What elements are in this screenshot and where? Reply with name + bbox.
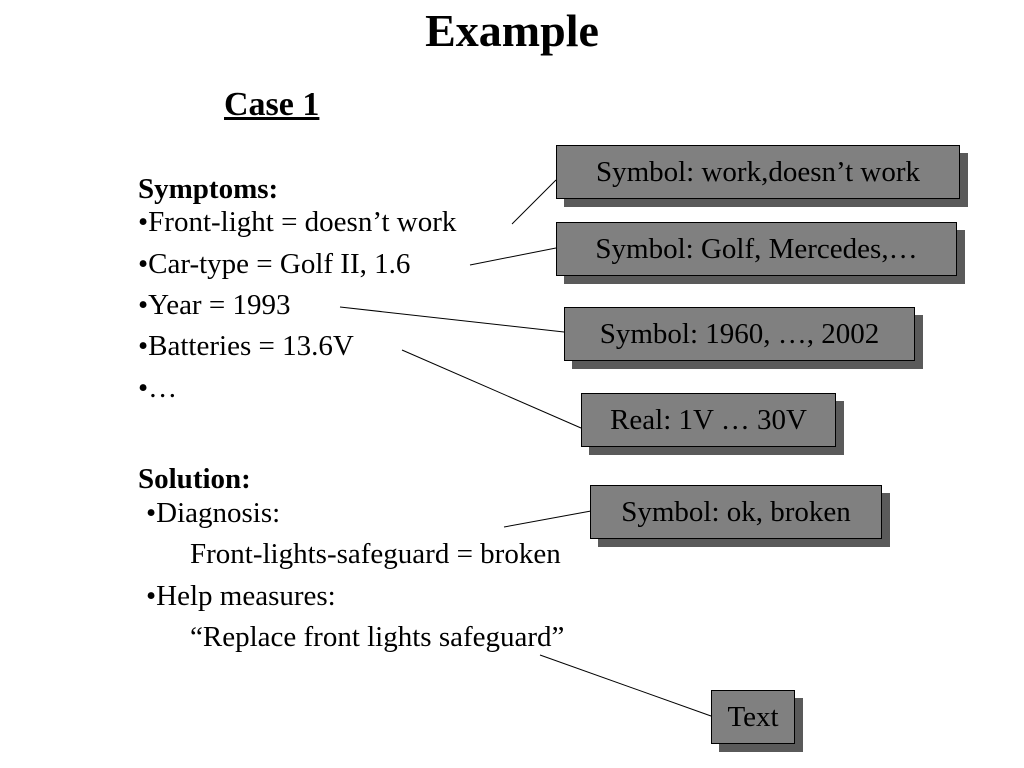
connector-help-measures xyxy=(539,654,712,717)
diagnosis-value: Front-lights-safeguard = broken xyxy=(190,538,561,570)
solution-heading: Solution: xyxy=(138,463,251,495)
help-measures-label: •Help measures: xyxy=(146,580,336,612)
slide-title: Example xyxy=(425,5,599,56)
connector-diagnosis xyxy=(503,510,592,528)
connector-batteries xyxy=(401,349,582,429)
annotation-box-batteries: Real: 1V … 30V xyxy=(581,393,836,447)
annotation-box-year: Symbol: 1960, …, 2002 xyxy=(564,307,915,361)
annotation-box-diagnosis: Symbol: ok, broken xyxy=(590,485,882,539)
connector-front-light xyxy=(511,179,557,225)
annotation-box-text: Text xyxy=(711,690,795,744)
case-label: Case 1 xyxy=(224,86,320,123)
symptom-batteries: •Batteries = 13.6V xyxy=(138,330,354,362)
connector-year xyxy=(339,306,565,333)
annotation-box-work: Symbol: work,doesn’t work xyxy=(556,145,960,199)
annotation-box-car-type: Symbol: Golf, Mercedes,… xyxy=(556,222,957,276)
symptom-front-light: •Front-light = doesn’t work xyxy=(138,206,457,238)
diagnosis-label: •Diagnosis: xyxy=(146,497,281,529)
symptoms-heading: Symptoms: xyxy=(138,173,279,205)
symptom-year: •Year = 1993 xyxy=(138,289,291,321)
help-measures-value: “Replace front lights safeguard” xyxy=(190,621,565,653)
connector-car-type xyxy=(469,247,557,266)
symptom-ellipsis: •… xyxy=(138,372,178,404)
symptom-car-type: •Car-type = Golf II, 1.6 xyxy=(138,248,411,280)
